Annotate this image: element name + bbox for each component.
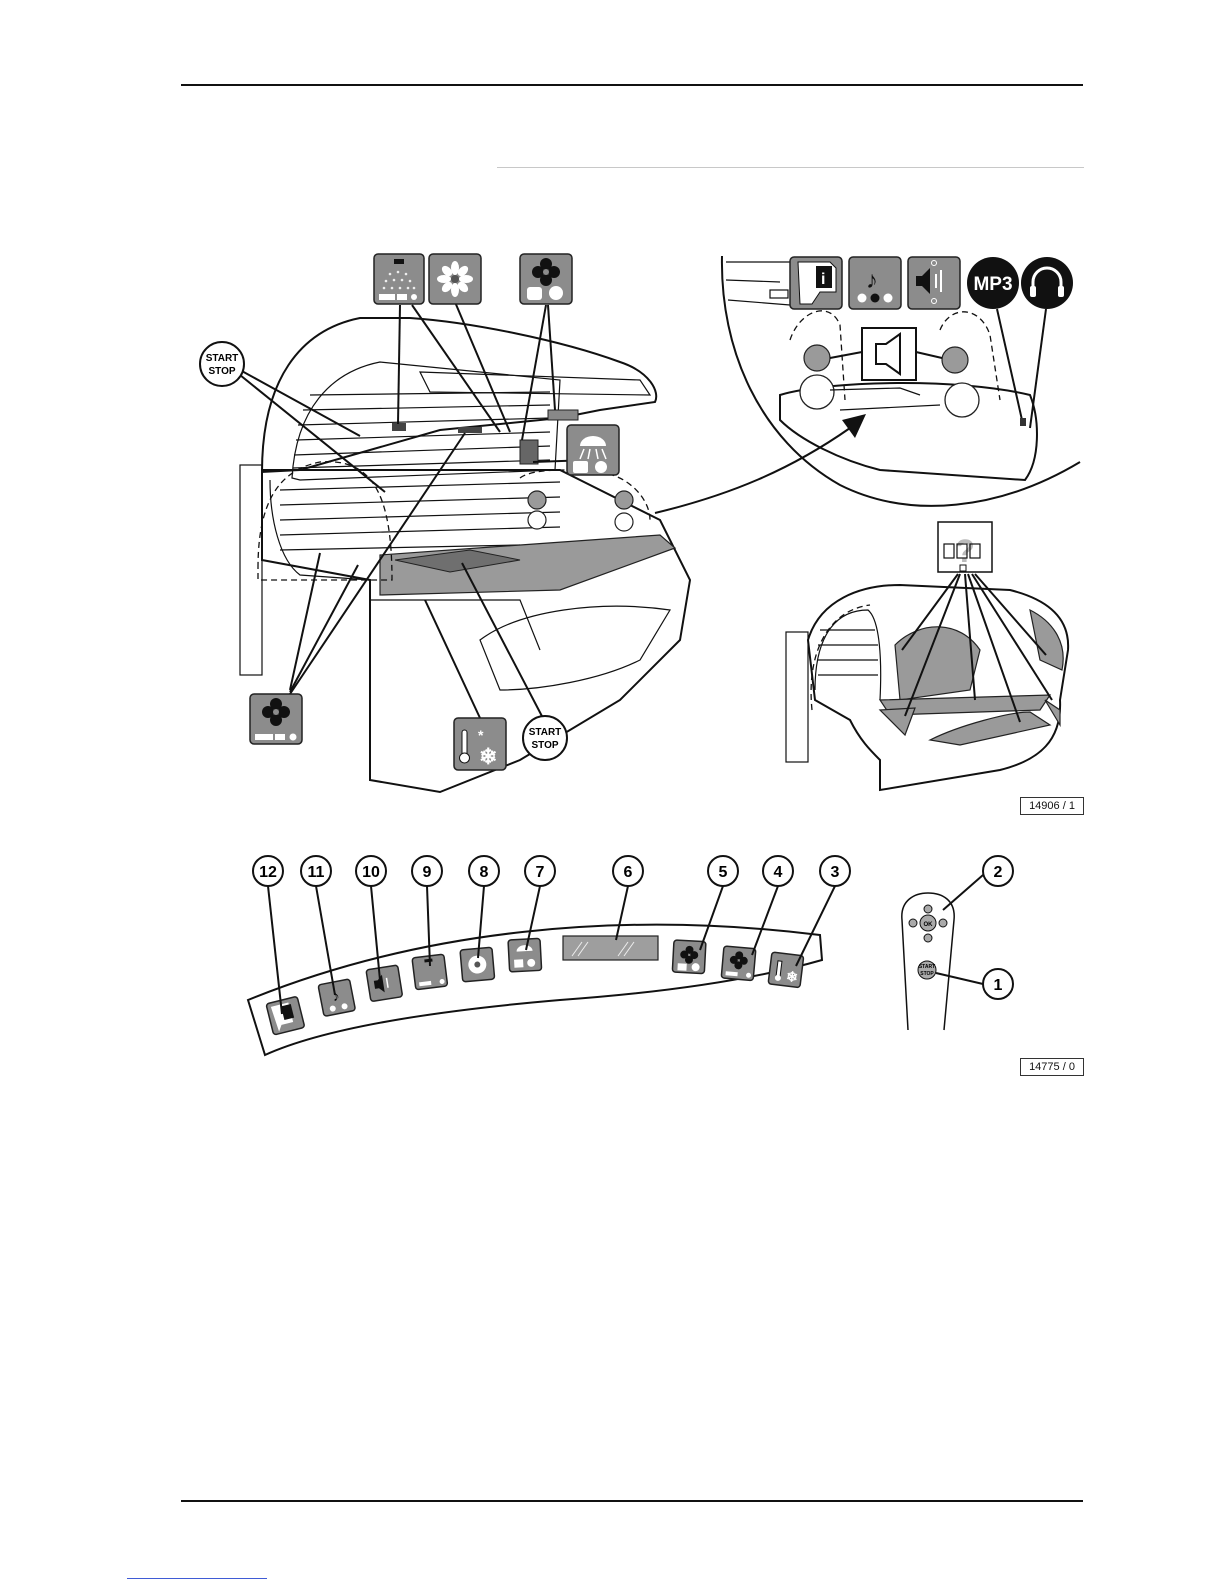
- callout-number: 11: [308, 864, 325, 881]
- mp3-label: MP3: [973, 274, 1012, 295]
- bed-overview-drawing: ?: [786, 522, 1068, 790]
- svg-text:START: START: [919, 964, 935, 970]
- svg-text:START: START: [529, 727, 562, 738]
- arrow-head: [842, 414, 866, 438]
- svg-text:START: START: [206, 353, 239, 364]
- start-stop-callout: START STOP: [200, 342, 244, 386]
- callout-number: 1: [994, 977, 1003, 994]
- zoom-arrow: [655, 428, 850, 513]
- callout-number: 12: [259, 864, 277, 881]
- thermometer-snowflake-icon: * ❄: [454, 718, 506, 770]
- fan-icon: [250, 694, 302, 744]
- svg-text:❄: ❄: [785, 968, 799, 985]
- svg-text:*: *: [478, 727, 484, 743]
- svg-text:i: i: [821, 271, 825, 288]
- shower-icon: [567, 425, 619, 475]
- callout-number: 3: [831, 864, 840, 881]
- callout-number: 6: [624, 864, 633, 881]
- callout-number: 7: [536, 864, 545, 881]
- callout-number: 4: [774, 864, 783, 881]
- callout-number: 5: [719, 864, 728, 881]
- fan-icon: [520, 254, 572, 304]
- svg-text:♪: ♪: [866, 267, 878, 294]
- remote-control: OK START STOP: [902, 875, 983, 1030]
- ok-label: OK: [924, 922, 934, 928]
- figure-reference: 14775 / 0: [1020, 1058, 1084, 1076]
- callout-number: 2: [994, 864, 1003, 881]
- svg-text:STOP: STOP: [920, 971, 934, 977]
- audio-zoom-detail: i ♪ MP3: [722, 256, 1080, 506]
- start-stop-callout: START STOP: [523, 716, 567, 760]
- svg-text:STOP: STOP: [531, 740, 558, 751]
- svg-text:❄: ❄: [479, 744, 497, 769]
- callout-number: 8: [480, 864, 489, 881]
- svg-text:?: ?: [955, 533, 975, 569]
- spray-icon: [374, 254, 424, 304]
- callout-number: 10: [362, 864, 380, 881]
- figure-reference: 14906 / 1: [1020, 797, 1084, 815]
- callout-number: 9: [423, 864, 432, 881]
- svg-text:STOP: STOP: [208, 366, 235, 377]
- flower-icon: [429, 254, 481, 304]
